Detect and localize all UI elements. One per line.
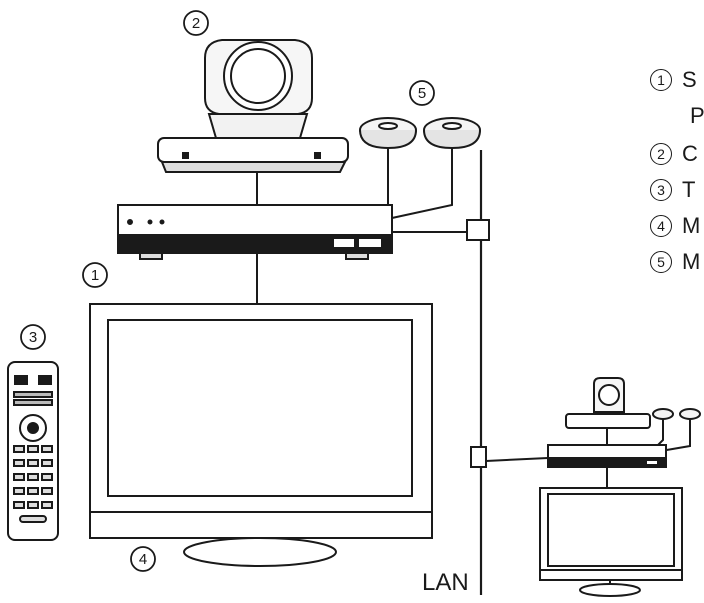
microphone-cable-right [391,143,453,219]
legend-number: 3 [650,179,672,202]
lan-label: LAN [422,569,469,596]
callout-number-5: 5 [418,85,426,102]
callout-circle-5 [409,80,435,106]
remote-site-unit [547,444,667,468]
callout-number-3: 3 [29,329,37,346]
microphone-cable-left [387,143,393,215]
microphone-left [359,117,417,150]
remote-commander [7,361,59,541]
callout-circle-4 [130,546,156,572]
main-camera [157,39,349,173]
communication-unit [117,204,393,260]
legend-text: T [682,177,696,203]
legend-number: 5 [650,251,672,274]
remote-site-monitor [539,487,683,597]
legend-text: C [682,141,698,167]
legend-text: M [682,213,701,239]
lan-cable-remote-unit [485,457,549,462]
callout-number-4: 4 [139,551,147,568]
lan-hub-upper [466,219,490,241]
legend-number: 1 [650,69,672,92]
lan-hub-lower [470,446,487,468]
remote-site-camera [565,377,651,429]
microphone-right [423,117,481,150]
callout-circle-1 [82,262,108,288]
legend-text: S [682,67,697,93]
callout-number-1: 1 [91,267,99,284]
main-monitor [89,303,433,567]
legend-number: 2 [650,143,672,166]
callout-circle-3 [20,324,46,350]
legend-text: P [690,103,704,129]
legend-number: 4 [650,215,672,238]
legend-item-1-continued: P [690,102,704,129]
legend-text: M [682,249,701,275]
callout-circle-2 [183,10,209,36]
callout-number-2: 2 [192,15,200,32]
